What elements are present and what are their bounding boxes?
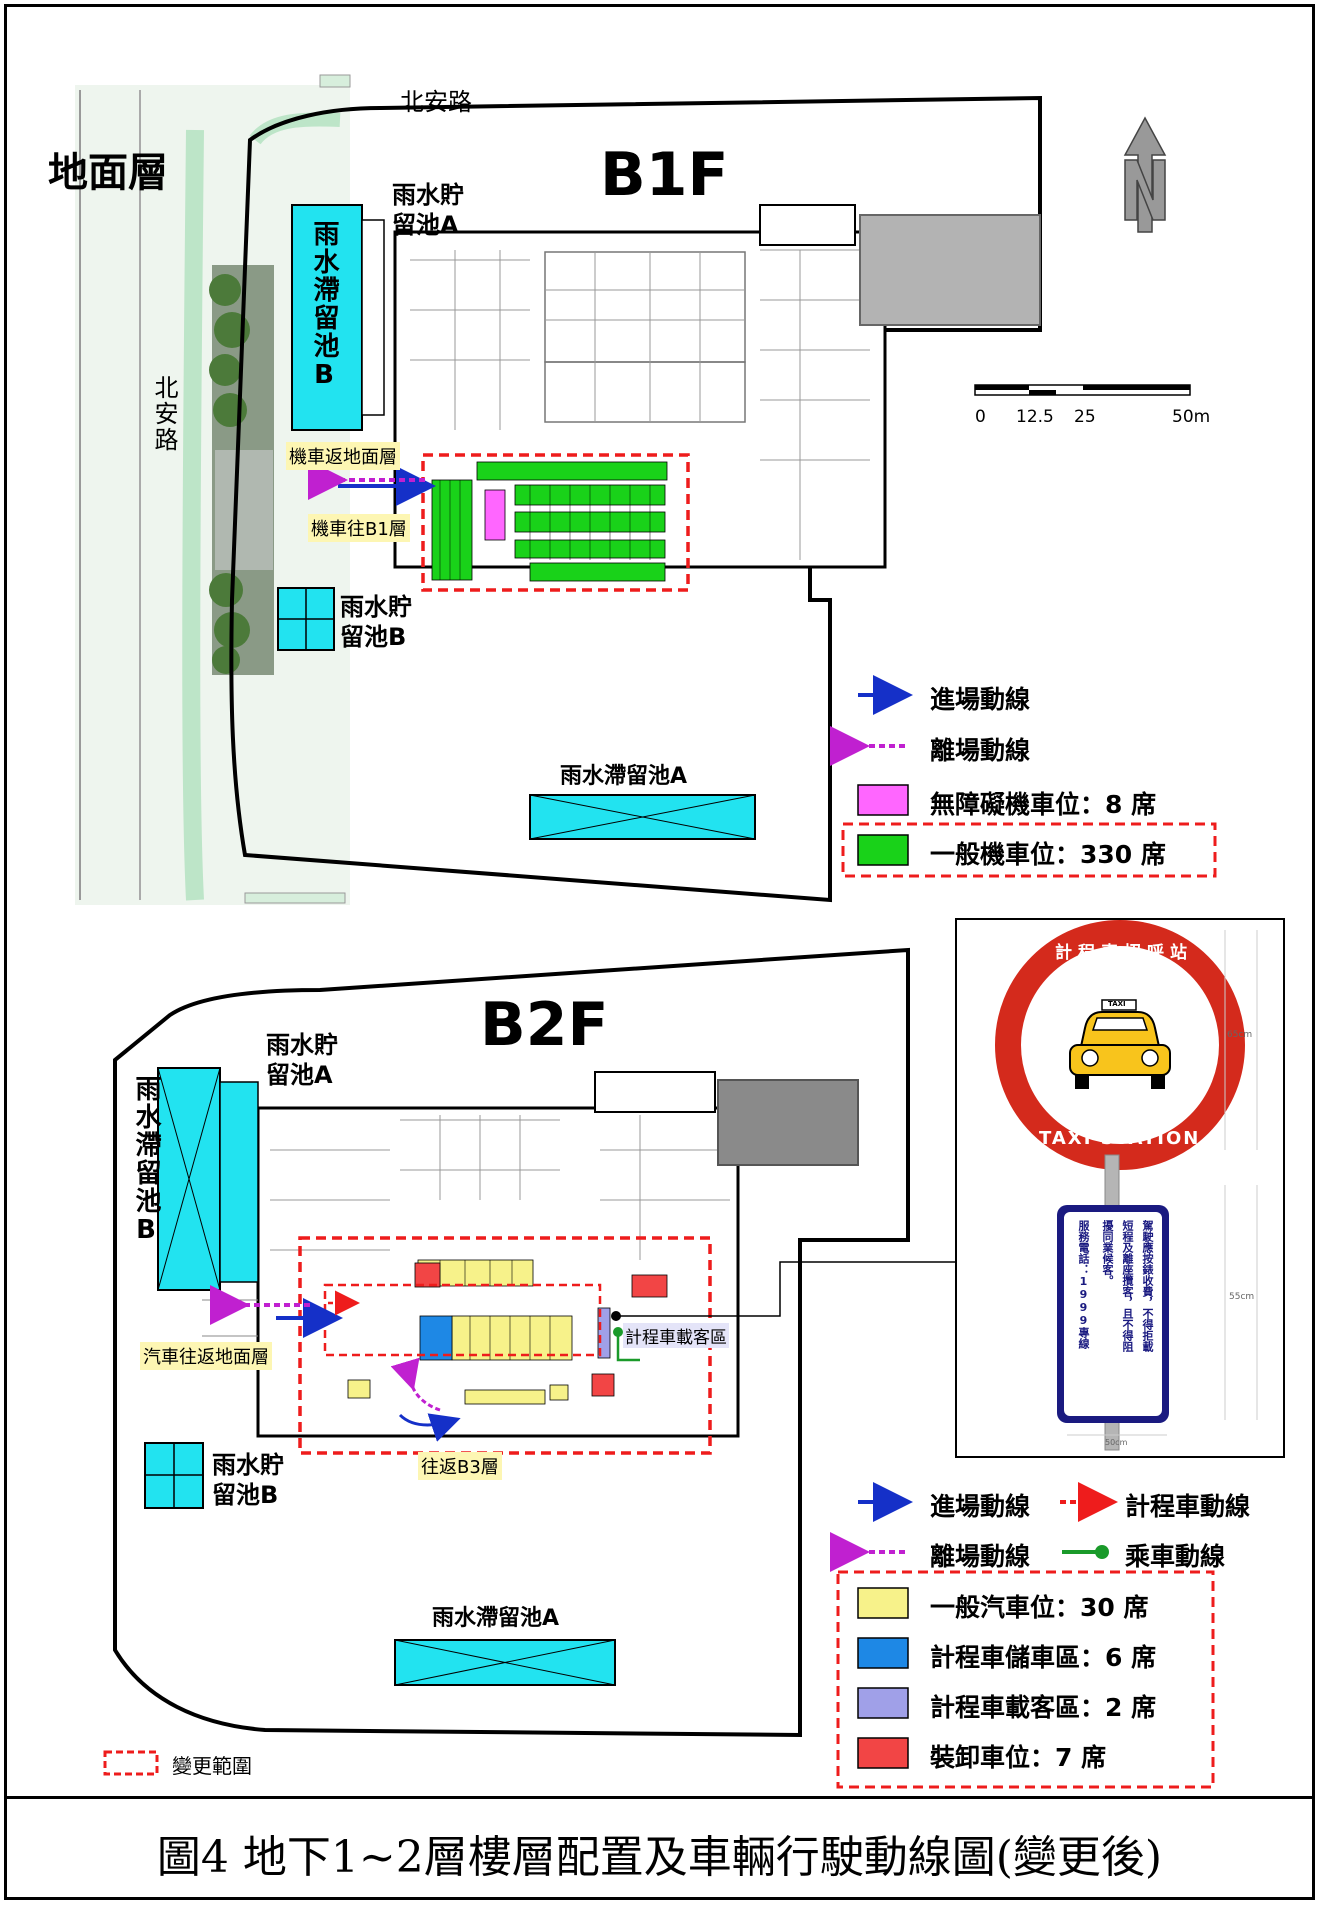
scale-tick-25: 25 <box>1074 407 1096 427</box>
b1f-building <box>393 204 1041 569</box>
b2f-taxi-storage <box>419 1315 453 1361</box>
b2f-detention-a-label: 雨水滯留池A <box>432 1606 560 1631</box>
legend-taxi-pickup-swatch <box>857 1687 909 1719</box>
sign-panel-col3: 擾同業候客。 <box>1101 1220 1114 1286</box>
sign-callout-line <box>616 1261 955 1317</box>
b2f-storage-b-label: 雨水貯 留池B <box>212 1451 284 1509</box>
sign-station-text: TAXI STATION <box>1039 1128 1201 1149</box>
sign-dim-width: 50cm <box>1105 1438 1128 1447</box>
legend-change-scope: 變更範圍 <box>172 1754 252 1778</box>
b1f-accessible-parking <box>484 489 506 541</box>
north-arrow-icon <box>1123 116 1167 233</box>
b2f-legend-exit: 離場動線 <box>930 1542 1031 1571</box>
scale-bar <box>974 384 1191 396</box>
moto-return-label: 機車返地面層 <box>286 442 400 470</box>
b1f-legend-accessible-swatch <box>857 784 909 816</box>
ground-street <box>75 74 351 905</box>
b1f-legend-enter: 進場動線 <box>930 685 1031 714</box>
b1f-legend-general: 一般機車位：330 席 <box>930 840 1166 869</box>
legend-taxi-storage: 計程車儲車區：6 席 <box>930 1643 1157 1672</box>
legend-car-swatch <box>857 1587 909 1619</box>
b1f-detention-a-label: 雨水滯留池A <box>560 764 688 789</box>
taxi-pickup-map-label: 計程車載客區 <box>623 1323 729 1348</box>
sign-ring-text: 計程車招呼站 <box>1055 943 1193 963</box>
street-name-side: 北安路 <box>150 375 178 453</box>
sign-panel-col2: 短程及離座攬客，且不得阻 <box>1121 1220 1134 1352</box>
legend-change-scope-swatch <box>103 1750 159 1776</box>
sign-panel-col4: 服務電話：1999專線 <box>1077 1220 1090 1349</box>
scale-tick-0: 0 <box>975 407 986 427</box>
to-b3-label: 往返B3層 <box>418 1452 502 1480</box>
sign-panel-col1: 駕駛應按錶收費，不得拒載 <box>1141 1220 1154 1352</box>
ground-level-label: 地面層 <box>48 150 168 196</box>
scale-tick-12-5: 12.5 <box>1016 407 1054 427</box>
b1f-floor-label: B1F <box>600 140 729 210</box>
legend-loading-swatch <box>857 1737 909 1769</box>
b1f-motorcycle-parking <box>431 461 668 582</box>
b2f-floor-label: B2F <box>480 990 609 1060</box>
b2f-legend-board: 乘車動線 <box>1125 1542 1226 1571</box>
b1f-storage-b-label: 雨水貯 留池B <box>340 593 412 651</box>
b2f-legend-taxi: 計程車動線 <box>1125 1492 1251 1521</box>
b1f-detention-b-label: 雨水滯留池B <box>309 220 339 392</box>
sign-taxi-roof: TAXI <box>1108 1000 1126 1008</box>
moto-to-b1-label: 機車往B1層 <box>308 514 410 542</box>
street-name-top: 北安路 <box>400 88 472 116</box>
b1f-legend-general-swatch <box>857 834 909 866</box>
b1f-legend-exit: 離場動線 <box>930 736 1031 765</box>
b2f-site-boundary <box>113 947 910 1738</box>
b1f-site-boundary <box>229 95 1042 903</box>
b2f-storage-a-label: 雨水貯 留池A <box>266 1031 338 1089</box>
car-to-ground-label: 汽車往返地面層 <box>140 1342 272 1370</box>
b2f-taxi-pickup <box>597 1307 611 1359</box>
legend-loading: 裝卸車位：7 席 <box>930 1743 1107 1772</box>
figure-caption: 圖4 地下1~2層樓層配置及車輛行駛動線圖(變更後) <box>156 1832 1163 1883</box>
sign-dim-55: 55cm <box>1229 1292 1255 1302</box>
legend-taxi-pickup: 計程車載客區：2 席 <box>930 1693 1157 1722</box>
b1f-legend-accessible: 無障礙機車位：8 席 <box>930 790 1157 819</box>
b2f-detention-b-label: 雨水滯留池B <box>131 1075 161 1247</box>
b1f-change-scope <box>421 453 690 592</box>
site-plan <box>75 74 1217 1789</box>
b2f-car-parking <box>347 1259 668 1405</box>
sign-dim-65: 65cm <box>1227 1030 1253 1040</box>
b2f-legend-enter: 進場動線 <box>930 1492 1031 1521</box>
legend-taxi-storage-swatch <box>857 1637 909 1669</box>
legend-general-car: 一般汽車位：30 席 <box>930 1593 1149 1622</box>
caption-bar: 圖4 地下1~2層樓層配置及車輛行駛動線圖(變更後) <box>4 1796 1315 1900</box>
scale-tick-50m: 50m <box>1172 407 1211 427</box>
b1f-storage-a-label: 雨水貯 留池A <box>392 181 464 239</box>
taxi-station-sign: 計程車招呼站 TAXI STATION TAXI 65cm 55cm 50cm … <box>955 918 1285 1458</box>
taxi-icon <box>1069 999 1171 1089</box>
b2f-loading <box>414 1262 441 1288</box>
figure-frame <box>4 4 1315 1900</box>
